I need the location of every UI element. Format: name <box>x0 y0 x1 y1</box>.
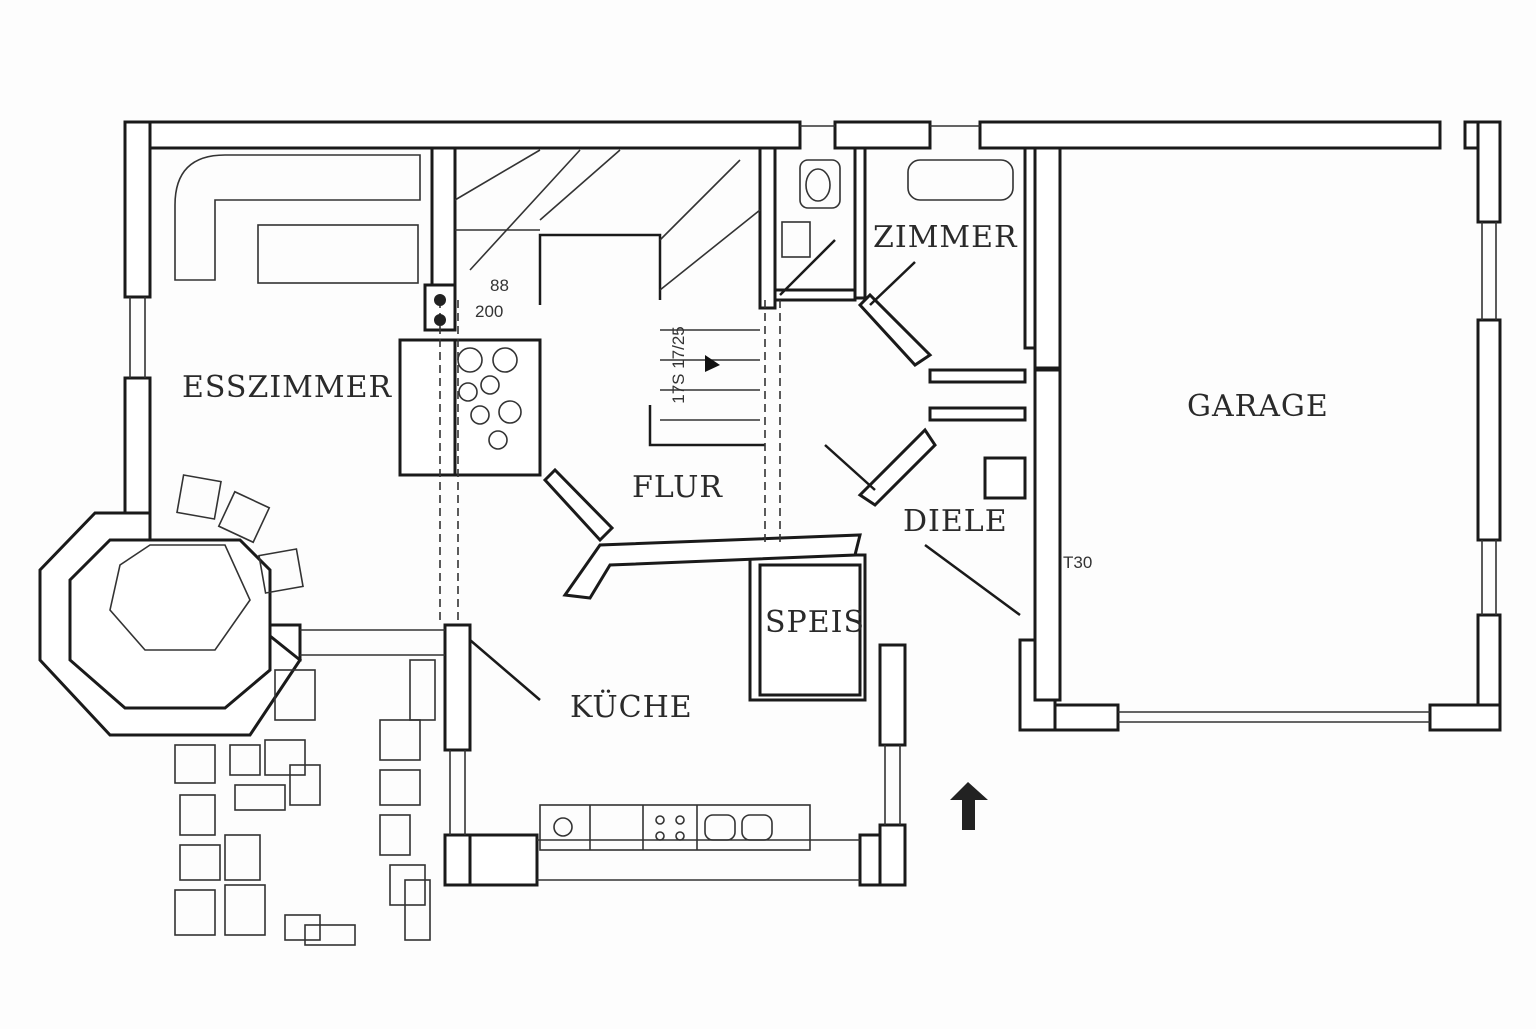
room-label-speis: SPEIS <box>765 605 866 640</box>
doors <box>469 239 1021 701</box>
stair-annotation-upper: 88 <box>490 276 509 295</box>
room-label-kueche: KÜCHE <box>570 690 693 725</box>
room-label-zimmer: ZIMMER <box>873 220 1018 255</box>
door-rating-label: T30 <box>1063 553 1093 572</box>
stair-annotation-lower: 200 <box>475 302 504 321</box>
terrace-paving <box>174 659 436 946</box>
windows <box>129 125 1497 881</box>
room-label-garage: GARAGE <box>1187 389 1329 424</box>
room-label-diele: DIELE <box>903 504 1008 539</box>
furniture <box>174 154 1014 851</box>
room-label-flur: FLUR <box>632 470 723 505</box>
bay-window <box>38 511 303 737</box>
exterior-walls <box>123 120 1502 887</box>
stair-spec: 17S 17/25 <box>668 326 688 404</box>
room-label-esszimmer: ESSZIMMER <box>182 370 393 405</box>
entrance-arrow-icon <box>950 782 988 830</box>
staircase <box>439 149 781 620</box>
interior-walls <box>398 146 1037 702</box>
